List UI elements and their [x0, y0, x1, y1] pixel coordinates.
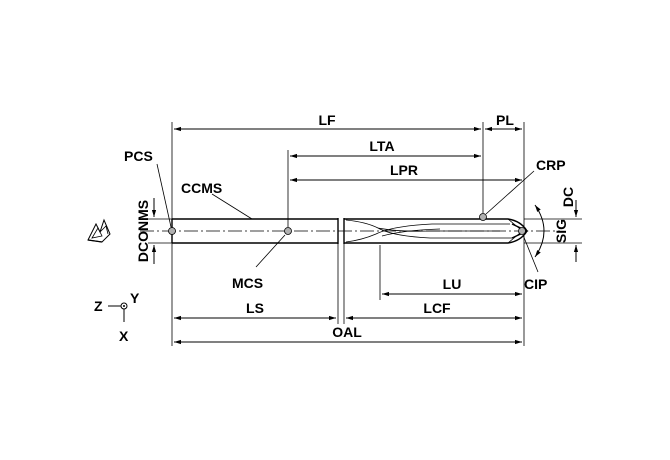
ccms-label: CCMS [181, 180, 222, 196]
sig-arc [534, 204, 545, 258]
crp-label: CRP [536, 157, 566, 173]
mcs-leader [255, 234, 286, 268]
y-axis-dot [123, 305, 125, 307]
lu-label: LU [443, 276, 462, 292]
dc-label: DC [560, 187, 576, 207]
crp-point [479, 213, 487, 221]
pcs-label: PCS [124, 148, 153, 164]
coordinate-axes: Z Y X [94, 290, 140, 344]
ccms-leader [211, 193, 253, 220]
lta-label: LTA [369, 138, 394, 154]
cip-leader [522, 234, 539, 273]
cip-label: CIP [524, 276, 547, 292]
pcs-leader [156, 163, 172, 228]
lpr-label: LPR [390, 162, 418, 178]
axis-y-label: Y [130, 290, 140, 306]
axis-z-label: Z [94, 298, 103, 314]
dconms-label: DCONMS [135, 200, 151, 262]
pl-label: PL [496, 112, 514, 128]
axis-x-label: X [119, 328, 129, 344]
lcf-label: LCF [423, 300, 451, 316]
mcs-label: MCS [232, 275, 263, 291]
lf-label: LF [318, 112, 336, 128]
drill-body [140, 218, 560, 244]
cip-point [518, 227, 526, 235]
crp-leader [485, 170, 535, 215]
sig-label: SIG [553, 219, 569, 243]
oal-label: OAL [332, 324, 362, 340]
mcs-point [284, 227, 292, 235]
ls-label: LS [246, 300, 264, 316]
orientation-icon [87, 218, 111, 243]
pcs-point [168, 227, 176, 235]
